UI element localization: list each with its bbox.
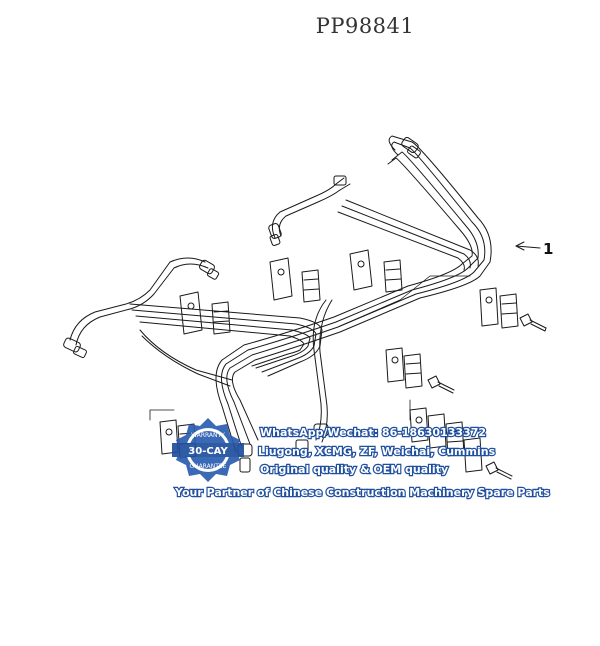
pipe-bundle-left bbox=[69, 257, 323, 387]
callout-arrow bbox=[515, 241, 541, 251]
leader-lines bbox=[149, 275, 471, 421]
watermark-quality: Original quality & OEM quality bbox=[260, 463, 448, 476]
bolt bbox=[427, 375, 455, 394]
bolt bbox=[485, 461, 513, 480]
pipe-bundle-main bbox=[215, 135, 492, 453]
clamp-bracket bbox=[479, 287, 519, 329]
fitting-left bbox=[63, 337, 87, 359]
clamp-bracket bbox=[179, 291, 231, 335]
callout-number: 1 bbox=[543, 240, 553, 258]
bolt bbox=[519, 313, 547, 332]
badge-middle-text: 30-CAY bbox=[188, 446, 228, 457]
pipe-bundle-middle bbox=[271, 177, 479, 443]
part-number-title: PP98841 bbox=[315, 14, 415, 38]
warranty-badge: WARRANTY 30-CAY GUARANTEE bbox=[172, 418, 244, 482]
badge-bottom-text: GUARANTEE bbox=[190, 463, 227, 470]
badge-top-text: WARRANTY bbox=[191, 432, 225, 439]
clamp-bracket bbox=[385, 347, 423, 389]
watermark-brands: Liugong, XCMG, ZF, Weichai, Cummins bbox=[258, 445, 496, 458]
watermark-partner: Your Partner of Chinese Construction Mac… bbox=[174, 486, 550, 499]
watermark-contact: WhatsApp/Wechat: 86-18630133372 bbox=[260, 426, 486, 439]
fitting-top-right bbox=[401, 136, 421, 159]
fitting-middle bbox=[268, 175, 347, 247]
clamp-bracket bbox=[269, 257, 321, 303]
clamp-bracket bbox=[409, 407, 483, 473]
clamp-bracket bbox=[349, 249, 403, 293]
fitting-left-top bbox=[199, 259, 220, 280]
